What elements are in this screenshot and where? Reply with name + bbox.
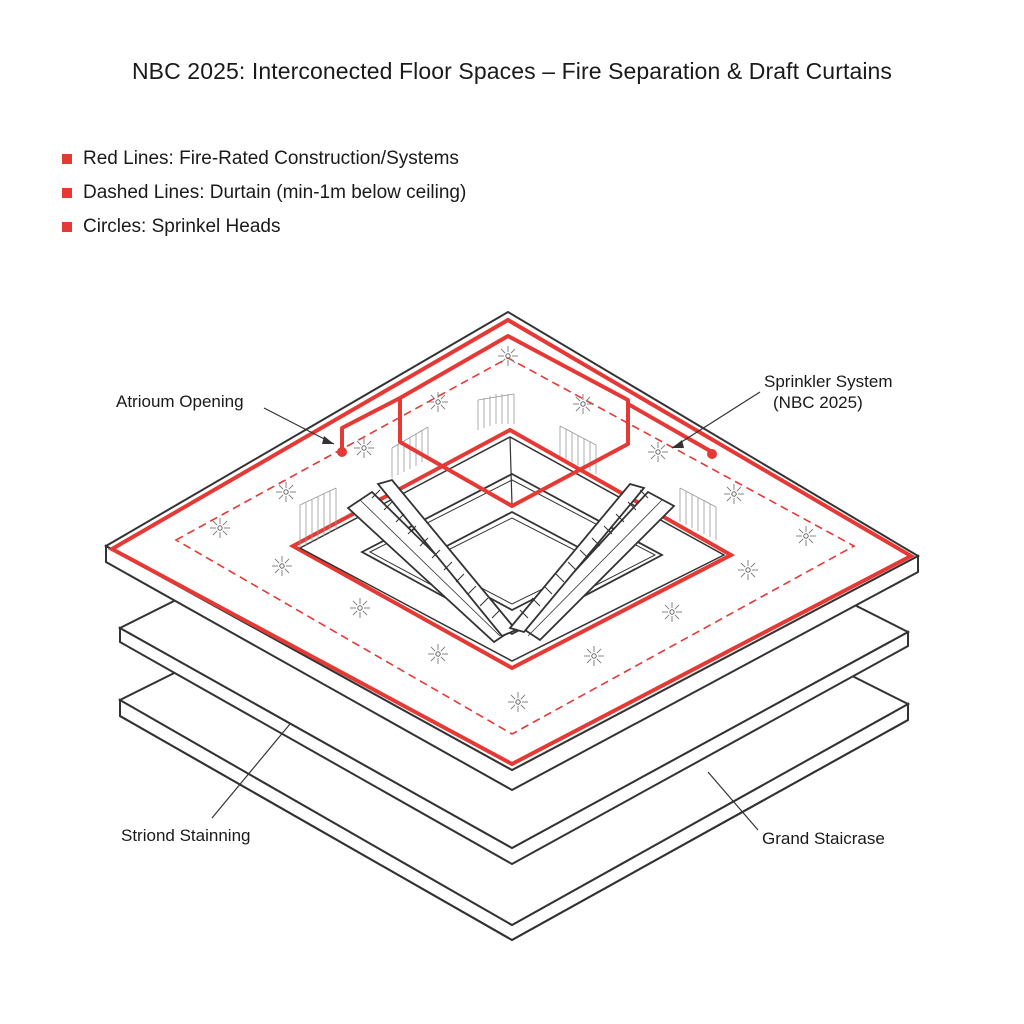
sprinkler-heads [210, 346, 816, 712]
fire-rated-perimeter [107, 317, 916, 767]
sprinkler-head-icon [350, 598, 370, 618]
callout-label: Sprinkler System [764, 372, 893, 391]
sprinkler-head-icon [738, 560, 758, 580]
legend: Red Lines: Fire-Rated Construction/Syste… [62, 142, 466, 244]
sprinkler-head-icon [428, 392, 448, 412]
arrow-heads [322, 436, 684, 448]
sprinkler-head-icon [573, 394, 593, 414]
sprinkler-head-icon [508, 692, 528, 712]
callout-grand-staircase: Grand Staicrase [762, 828, 885, 849]
leader-lines [211, 391, 761, 831]
sprinkler-head-icon [428, 644, 448, 664]
legend-item-dashed-lines: Dashed Lines: Durtain (min-1m below ceil… [62, 176, 466, 210]
sprinkler-head-icon [724, 484, 744, 504]
callout-label: Atrioum Opening [116, 392, 244, 411]
red-square-icon [62, 188, 72, 198]
legend-item-red-lines: Red Lines: Fire-Rated Construction/Syste… [62, 142, 466, 176]
legend-label: Dashed Lines: Durtain (min-1m below ceil… [83, 182, 467, 203]
sprinkler-head-icon [354, 438, 374, 458]
escalator-right [508, 482, 676, 642]
sprinkler-head-icon [584, 646, 604, 666]
legend-label: Red Lines: Fire-Rated Construction/Syste… [83, 148, 459, 169]
sprinkler-head-icon [648, 442, 668, 462]
red-square-icon [62, 222, 72, 232]
draft-curtain-line [174, 357, 856, 735]
callout-sprinkler-system: Sprinkler System (NBC 2025) [764, 371, 892, 413]
sprinkler-head-icon [796, 526, 816, 546]
sprinkler-head-icon [276, 482, 296, 502]
legend-label: Circles: Sprinkel Heads [83, 216, 281, 237]
callout-label: (NBC 2025) [773, 393, 863, 412]
diagram-title: NBC 2025: Interconected Floor Spaces – F… [131, 58, 893, 84]
sprinkler-head-icon [498, 346, 518, 366]
legend-item-circles: Circles: Sprinkel Heads [62, 210, 466, 244]
sprinkler-head-icon [272, 556, 292, 576]
callout-atrium-opening: Atrioum Opening [116, 391, 244, 412]
callout-striond: Striond Stainning [121, 825, 250, 846]
sprinkler-piping [337, 334, 717, 508]
sprinkler-head-icon [210, 518, 230, 538]
red-square-icon [62, 154, 72, 164]
sprinkler-head-icon [662, 602, 682, 622]
callout-label: Striond Stainning [121, 826, 251, 845]
callout-label: Grand Staicrase [762, 829, 885, 848]
